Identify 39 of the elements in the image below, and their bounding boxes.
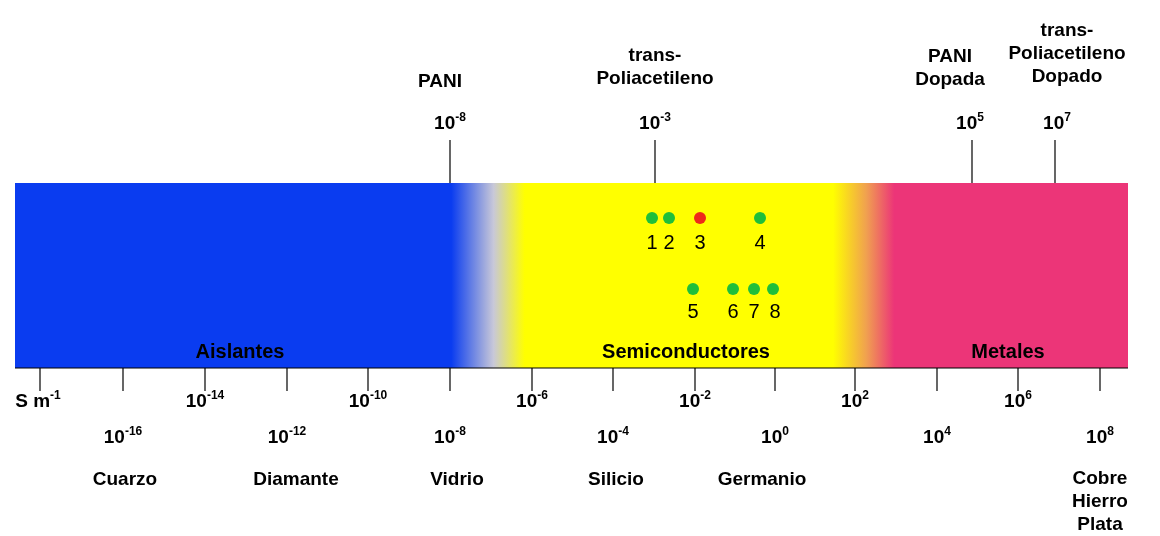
scale-value: 10$^{-4}$ bbox=[597, 424, 629, 448]
region-label: Metales bbox=[971, 339, 1045, 363]
point-number: 8 bbox=[769, 299, 781, 323]
material-label: Germanio bbox=[717, 466, 807, 490]
scale-value: 10$^{-6}$ bbox=[516, 388, 548, 412]
material-label: Cuarzo bbox=[92, 466, 158, 490]
scale-value: 10$^{2}$ bbox=[841, 388, 869, 412]
scale-value: 10$^{-10}$ bbox=[348, 388, 388, 412]
point-number: 5 bbox=[687, 299, 699, 323]
scale-value: 10$^{8}$ bbox=[1086, 424, 1114, 448]
scale-value: 10$^{0}$ bbox=[761, 424, 789, 448]
point-number: 3 bbox=[694, 230, 706, 254]
scale-value: 10$^{-3}$ bbox=[639, 110, 671, 134]
material-label: PANI Dopada bbox=[914, 44, 986, 90]
material-label: Silicio bbox=[588, 466, 644, 490]
material-label: PANI bbox=[417, 68, 463, 92]
scale-value: 10$^{-14}$ bbox=[185, 388, 225, 412]
region-label: Aislantes bbox=[195, 339, 285, 363]
material-label: Cobre Hierro Plata bbox=[1071, 465, 1129, 535]
scale-value: 10$^{-16}$ bbox=[103, 424, 143, 448]
point-number: 2 bbox=[663, 230, 675, 254]
scale-value: 10$^{5}$ bbox=[956, 110, 984, 134]
scale-value: 10$^{-8}$ bbox=[434, 110, 466, 134]
scale-value: 10$^{-12}$ bbox=[267, 424, 307, 448]
point-number: 1 bbox=[646, 230, 658, 254]
point-number: 6 bbox=[727, 299, 739, 323]
scale-value: 10$^{4}$ bbox=[923, 424, 951, 448]
material-label: trans- Poliacetileno bbox=[595, 43, 715, 89]
point-number: 7 bbox=[748, 299, 760, 323]
material-label: Vidrio bbox=[430, 466, 484, 490]
scale-value: 10$^{6}$ bbox=[1004, 388, 1032, 412]
material-label: Diamante bbox=[253, 466, 339, 490]
scale-value: 10$^{-2}$ bbox=[679, 388, 711, 412]
region-label: Semiconductores bbox=[602, 339, 770, 363]
point-number: 4 bbox=[754, 230, 766, 254]
scale-value: 10$^{-8}$ bbox=[434, 424, 466, 448]
scale-value: 10$^{7}$ bbox=[1043, 110, 1071, 134]
material-label: trans- Poliacetileno Dopado bbox=[1007, 17, 1127, 87]
unit-label: S m$^{-1}$ bbox=[15, 388, 61, 412]
